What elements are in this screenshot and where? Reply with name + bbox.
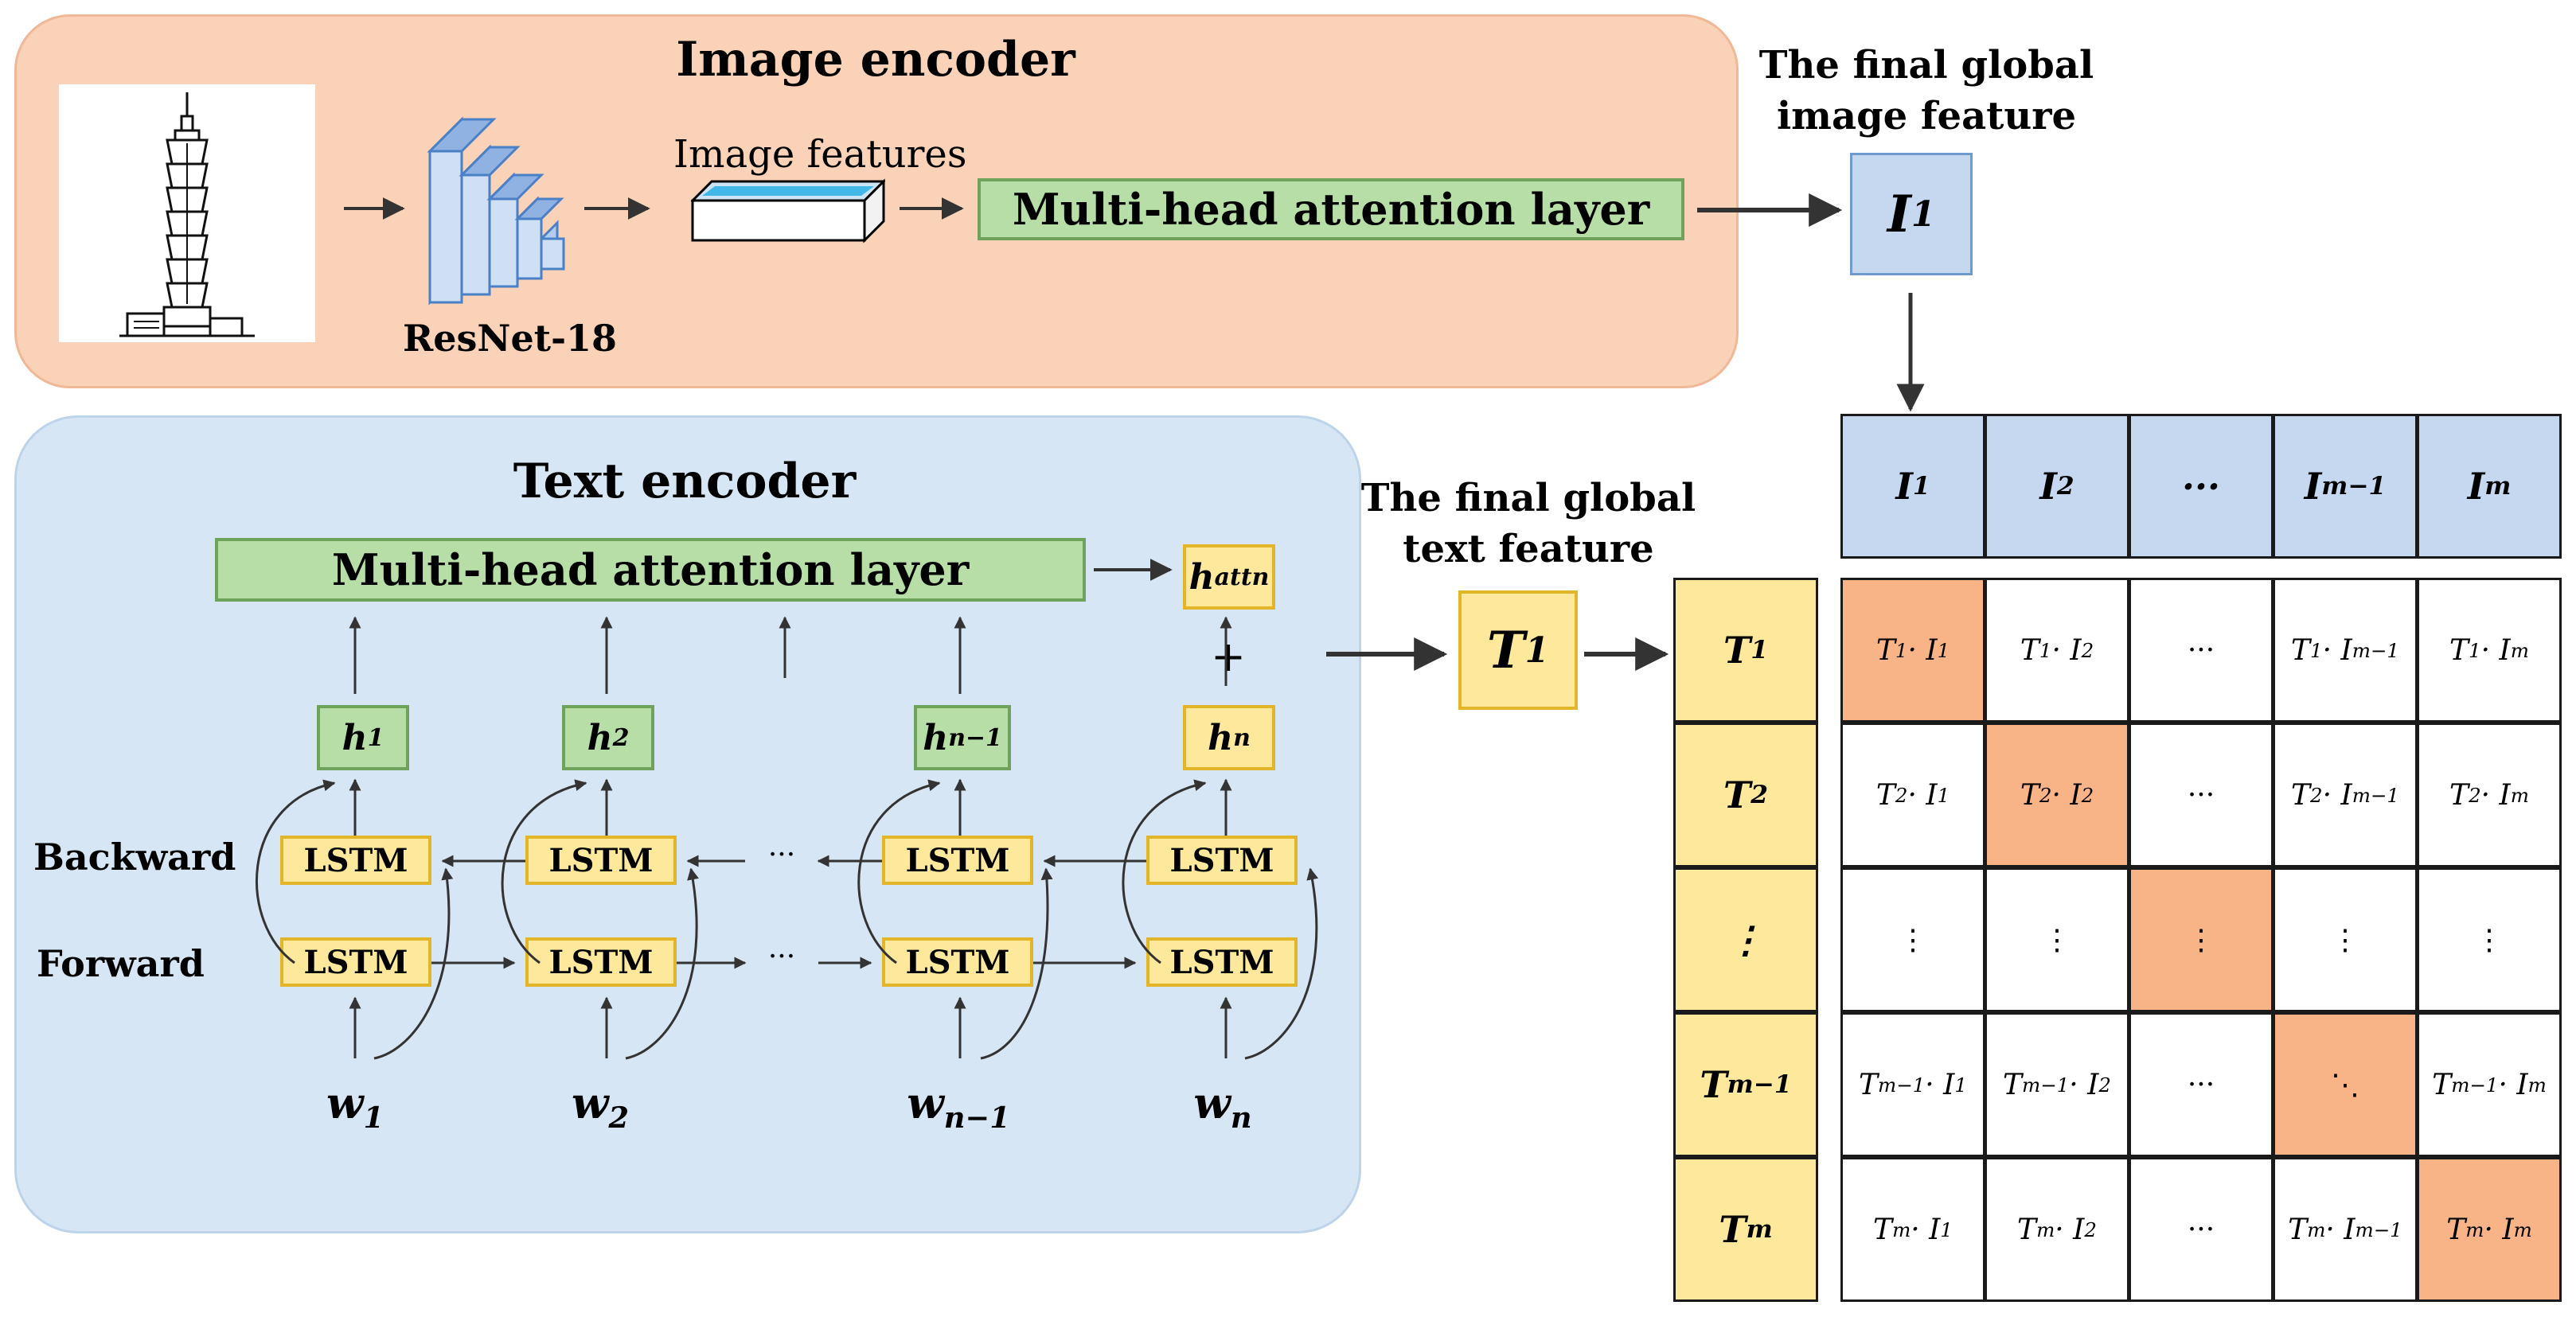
- lstm-backward-n-minus-1: LSTM: [882, 836, 1033, 885]
- attention-output-sub: attn: [1214, 563, 1270, 591]
- word-sub: 2: [608, 1100, 630, 1135]
- word-symbol: w: [907, 1077, 944, 1128]
- matrix-cell: ···: [2129, 723, 2274, 867]
- lstm-forward-n-minus-1: LSTM: [882, 937, 1033, 987]
- word-n: wn: [1167, 1077, 1278, 1135]
- final-text-sub: 1: [1524, 629, 1549, 671]
- tower-icon: [119, 92, 255, 337]
- forward-label: Forward: [37, 942, 205, 985]
- lstm-backward-2: LSTM: [525, 836, 677, 885]
- attention-output-symbol: h: [1188, 556, 1215, 598]
- image-encoder-title: Image encoder: [676, 32, 1075, 88]
- hidden-sub: n−1: [948, 723, 1002, 752]
- matrix-cell: ⋮: [1840, 867, 1985, 1012]
- hidden-symbol: h: [587, 717, 613, 758]
- matrix-col-header: ···: [2129, 414, 2274, 559]
- word-sub: n: [1230, 1100, 1252, 1135]
- word-1: w1: [299, 1077, 411, 1135]
- lstm-forward-2: LSTM: [525, 937, 677, 987]
- final-text-symbol: T: [1487, 620, 1525, 680]
- plus-sign: +: [1211, 633, 1246, 681]
- matrix-cell: ⋮: [2273, 867, 2418, 1012]
- final-image-symbol: I: [1887, 184, 1911, 244]
- word-n-minus-1: wn−1: [879, 1077, 1038, 1135]
- hidden-sub: n: [1233, 723, 1251, 752]
- feature-slab-icon: [691, 178, 885, 244]
- word-symbol: w: [1193, 1077, 1231, 1128]
- matrix-cell: ⋮: [1985, 867, 2129, 1012]
- hidden-symbol: h: [1208, 717, 1234, 758]
- lstm-backward-n: LSTM: [1146, 836, 1298, 885]
- matrix-cell: ···: [2129, 1012, 2274, 1157]
- matrix-cell: ···: [2129, 1157, 2274, 1302]
- matrix-cell: ···: [2129, 578, 2274, 723]
- word-sub: 1: [363, 1100, 384, 1135]
- hidden-sub: 1: [367, 723, 384, 752]
- forward-ellipsis: ···: [767, 941, 796, 973]
- lstm-backward-1: LSTM: [280, 836, 431, 885]
- image-output-caption-line2: image feature: [1776, 94, 2077, 138]
- final-image-sub: 1: [1911, 193, 1936, 235]
- lstm-forward-n: LSTM: [1146, 937, 1298, 987]
- word-2: w2: [544, 1077, 656, 1135]
- resnet-label: ResNet-18: [403, 317, 618, 360]
- resnet-block-icon: [427, 116, 565, 306]
- text-attention-layer: Multi-head attention layer: [215, 538, 1086, 602]
- text-output-caption-line1: The final global: [1360, 476, 1696, 520]
- matrix-cell: ⋱: [2273, 1012, 2418, 1157]
- input-image: [59, 84, 315, 342]
- matrix-cell: ⋮: [2417, 867, 2562, 1012]
- hidden-sub: 2: [612, 723, 630, 752]
- image-output-caption-line1: The final global: [1758, 43, 2094, 88]
- text-encoder-title: Text encoder: [513, 454, 857, 509]
- matrix-cell: ⋮: [2129, 867, 2274, 1012]
- backward-ellipsis: ···: [767, 839, 796, 871]
- text-output-caption-line2: text feature: [1403, 527, 1654, 571]
- word-sub: n−1: [943, 1100, 1010, 1135]
- image-attention-layer: Multi-head attention layer: [978, 178, 1684, 240]
- backward-label: Backward: [33, 836, 236, 879]
- word-symbol: w: [326, 1077, 364, 1128]
- image-features-label: Image features: [673, 132, 967, 177]
- hidden-symbol: h: [342, 717, 368, 758]
- matrix-row-header: ⋮: [1673, 867, 1818, 1012]
- lstm-forward-1: LSTM: [280, 937, 431, 987]
- word-symbol: w: [571, 1077, 609, 1128]
- hidden-symbol: h: [923, 717, 949, 758]
